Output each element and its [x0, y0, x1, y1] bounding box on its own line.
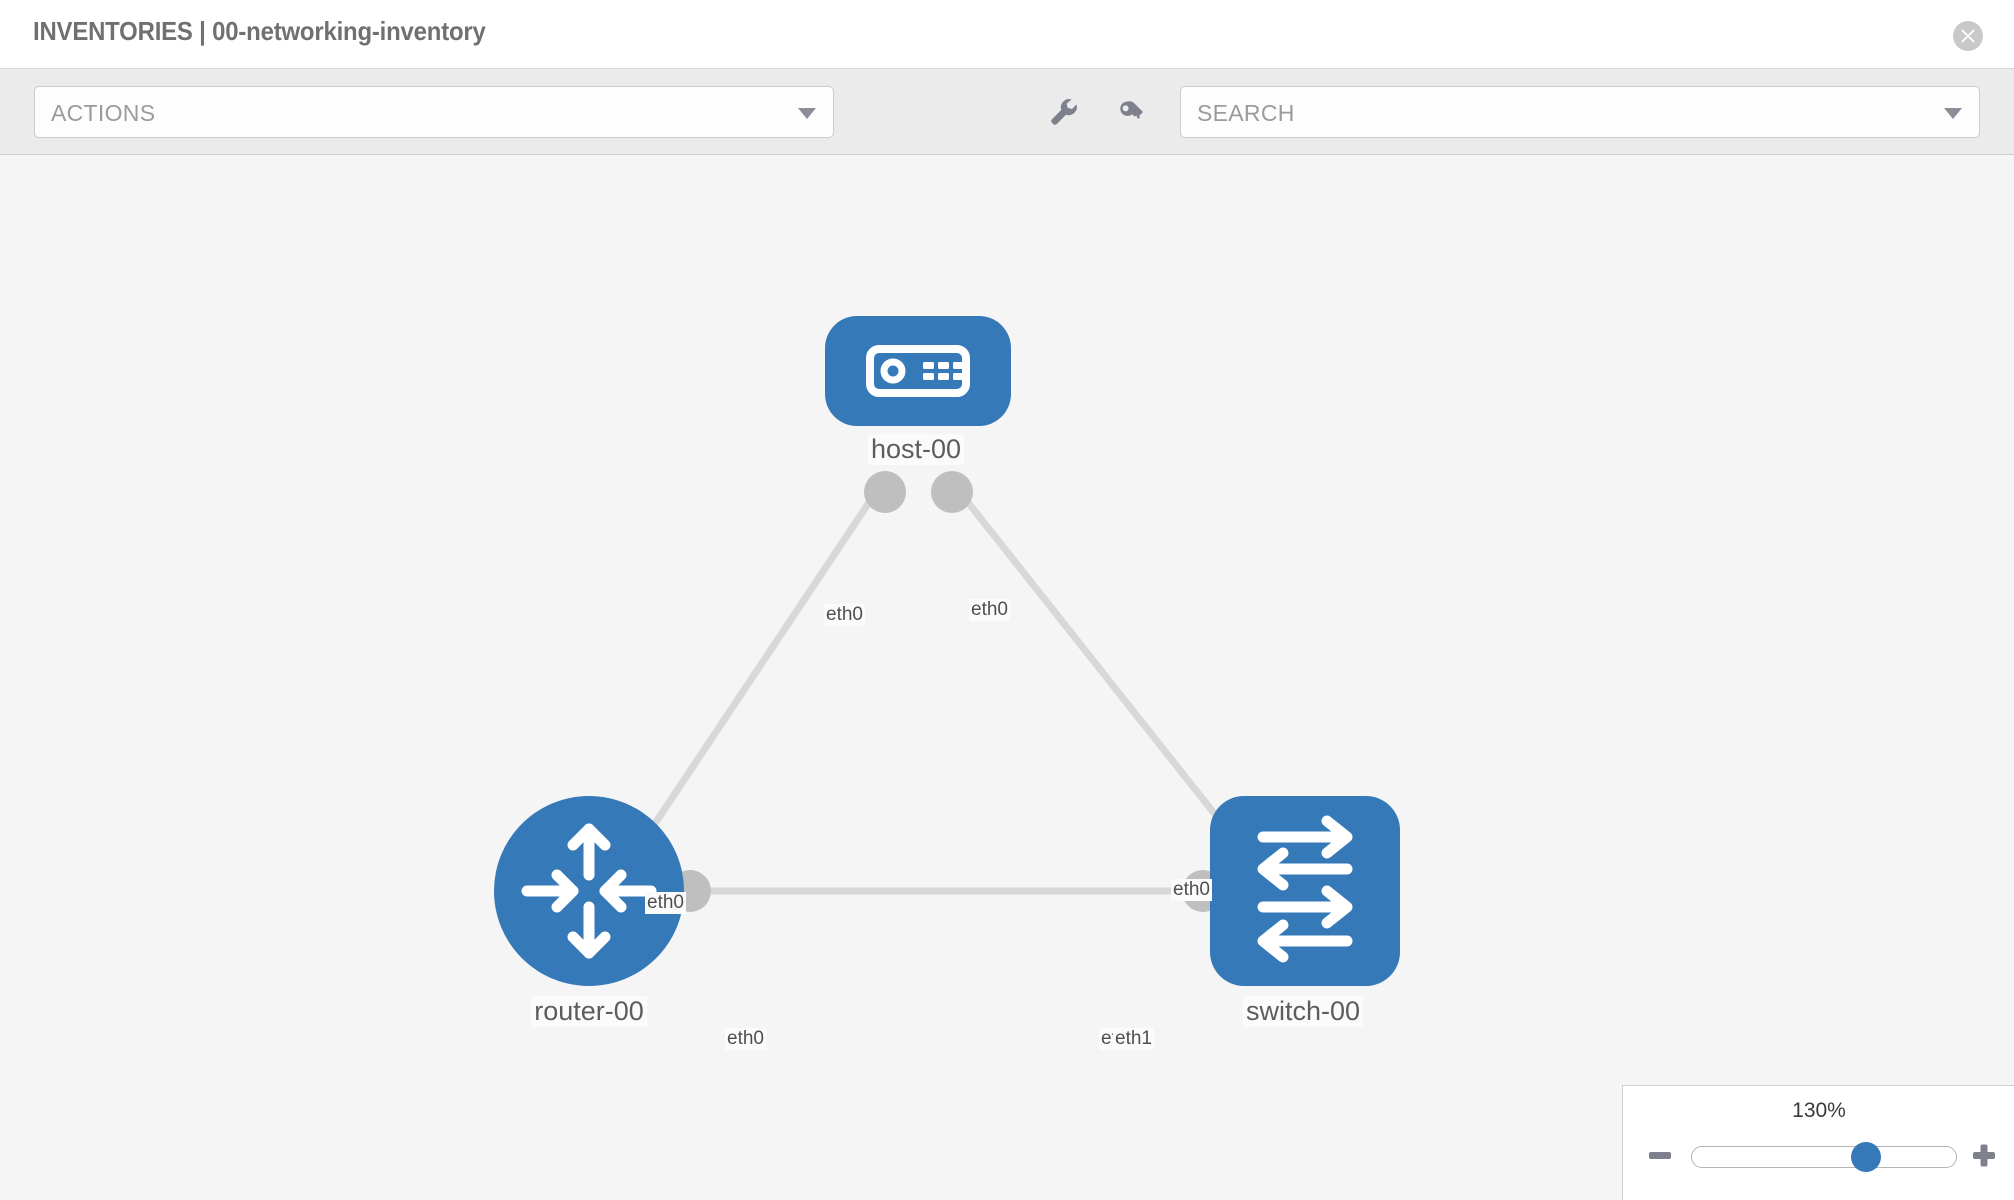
link-host-switch	[951, 482, 1244, 850]
node-label-router-00[interactable]: router-00	[531, 996, 647, 1027]
interface-label: eth0	[645, 892, 686, 914]
topology-canvas[interactable]: host-00 router-00 switch-00 eth0 eth0 et…	[0, 156, 2014, 1200]
key-icon[interactable]	[1114, 94, 1150, 130]
interface-label: eth0	[725, 1028, 766, 1050]
node-host-00	[825, 316, 1011, 426]
chevron-down-icon[interactable]	[1944, 108, 1962, 119]
link-host-router	[636, 482, 884, 850]
wrench-icon[interactable]	[1046, 94, 1082, 130]
zoom-control-panel: 130%	[1622, 1085, 2014, 1200]
interface-label: eth0	[969, 599, 1010, 621]
node-label-switch-00[interactable]: switch-00	[1242, 996, 1364, 1027]
minus-icon[interactable]	[1645, 1140, 1675, 1170]
actions-dropdown[interactable]: ACTIONS	[34, 86, 834, 138]
search-placeholder: SEARCH	[1197, 100, 1295, 126]
zoom-slider[interactable]	[1691, 1142, 1957, 1172]
close-icon[interactable]	[1953, 21, 1983, 51]
node-switch-00	[1210, 796, 1400, 986]
port-host-right	[931, 471, 973, 513]
zoom-slider-thumb[interactable]	[1851, 1142, 1882, 1172]
actions-dropdown-label: ACTIONS	[51, 100, 156, 126]
interface-label: eth0	[1171, 879, 1212, 901]
zoom-level-value: 130%	[1792, 1099, 1846, 1122]
port-host-left	[864, 471, 906, 513]
toolbar: ACTIONS SEARCH	[0, 69, 2014, 155]
interface-label: eth1	[1113, 1028, 1154, 1050]
search-input[interactable]: SEARCH	[1180, 86, 1980, 138]
page-title: INVENTORIES | 00-networking-inventory	[33, 16, 486, 46]
topology-ports	[669, 471, 1256, 912]
topology-links	[636, 482, 1244, 895]
node-label-host-00[interactable]: host-00	[867, 434, 965, 465]
page-header: INVENTORIES | 00-networking-inventory	[0, 0, 2014, 69]
interface-label: eth0	[824, 604, 865, 626]
plus-icon[interactable]	[1969, 1140, 1999, 1170]
node-router-00	[494, 796, 684, 986]
chevron-down-icon	[798, 108, 816, 119]
